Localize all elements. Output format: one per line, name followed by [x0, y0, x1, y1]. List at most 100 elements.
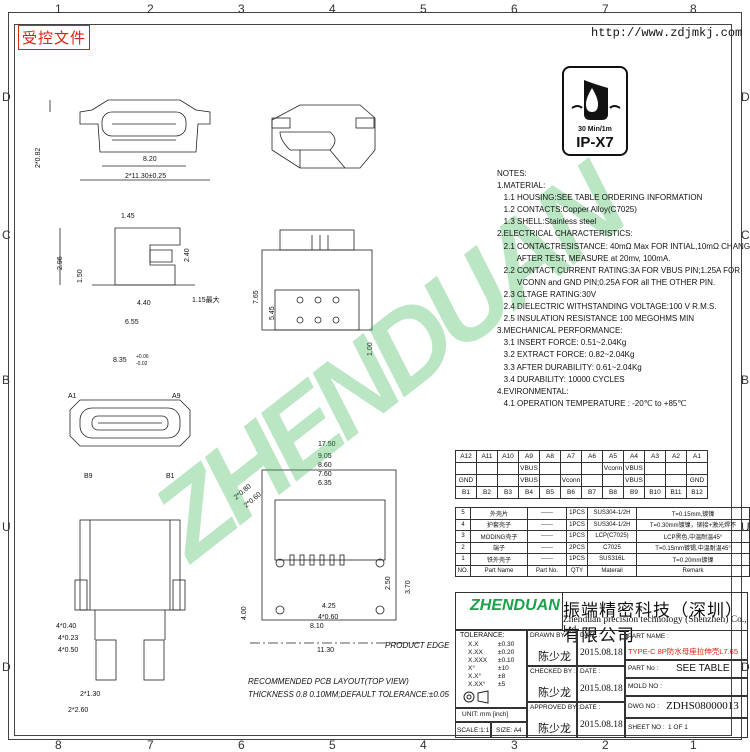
- bom-mat: SUS304-1/2H: [587, 507, 637, 520]
- pin-cell: A1: [686, 450, 708, 463]
- bom-mat: SUS316L: [587, 553, 637, 566]
- checked-by-label: CHECKED BY :: [530, 668, 576, 675]
- dim-1-30: 2*1.30: [80, 691, 100, 698]
- pin-signal: VBUS: [623, 474, 645, 487]
- approved-date-cell: [577, 702, 625, 738]
- pin-cell: B4: [518, 486, 540, 499]
- ruler-bottom-2: 2: [602, 738, 609, 752]
- bom-mat: SUS304-1/2H: [587, 518, 637, 531]
- pin-signal: [644, 474, 666, 487]
- bom-remark: T=0.15mm,镀镍: [636, 507, 750, 520]
- company-logo: ZHENDUAN: [470, 597, 560, 614]
- part-name-cell: [625, 630, 748, 660]
- size-cell: [491, 722, 527, 738]
- scale-cell: [455, 722, 491, 738]
- sheet-label: SHEET NO :: [628, 724, 665, 731]
- pin-cell: A10: [497, 450, 519, 463]
- sheet-value: 1 OF 1: [668, 724, 688, 731]
- dim-8-60: 8.60: [318, 462, 332, 469]
- approved-by-value: 陈少龙: [538, 723, 571, 735]
- pin-label-b9: B9: [84, 473, 93, 480]
- product-edge-label: PRODUCT EDGE: [385, 641, 450, 650]
- pin-signal: [539, 474, 561, 487]
- dim-4-25: 4.25: [322, 603, 336, 610]
- tolerance-label: TOLERANCE:: [460, 632, 505, 639]
- dim-11-30-pcb: 11.30: [317, 647, 334, 654]
- bom-remark: LCP黑色,中温耐温45°: [636, 530, 750, 543]
- note-line: VCONN and GND PIN;0.25A FOR all THE OTHE…: [497, 277, 716, 287]
- checked-date-value: 2015.08.18: [580, 684, 623, 694]
- drawing-frame: [8, 12, 742, 740]
- unit-label: UNIT: mm [inch]: [462, 711, 509, 718]
- dim-tol-dn: -0.02: [136, 361, 148, 367]
- pin-cell: A5: [602, 450, 624, 463]
- pin-cell: B7: [581, 486, 603, 499]
- pin-signal: VBUS: [518, 462, 540, 475]
- website-url[interactable]: http://www.zdjmkj.com: [591, 26, 743, 40]
- dim-8-20: 8.20: [143, 156, 157, 163]
- bom-qty: 2PCS: [566, 541, 588, 554]
- dim-7-65: 7.65: [253, 290, 260, 304]
- dim-2-40: 2.40: [184, 248, 191, 262]
- mold-no-label: MOLD NO :: [628, 683, 662, 690]
- bottom-side-view: [74, 519, 186, 681]
- dim-17-50: 17.50: [318, 441, 336, 448]
- note-line: 2.3 CLTAGE RATING:30V: [497, 289, 597, 299]
- note-line: NOTES:: [497, 169, 527, 178]
- drawn-by-label: DRAWN BY :: [530, 632, 569, 639]
- dim-2-60: 2*2.60: [68, 707, 88, 714]
- ruler-top-8: 8: [690, 2, 697, 16]
- pin-signal: VBUS: [518, 474, 540, 487]
- side-view: [59, 227, 195, 286]
- pin-signal: [644, 462, 666, 475]
- sheet-cell: [625, 718, 748, 738]
- bom-header-qty: QTY: [566, 564, 588, 577]
- note-line: AFTER TEST, MEASURE at 20mv, 100mA.: [497, 253, 671, 263]
- ip-badge-rating: IP-X7: [576, 134, 614, 151]
- note-line: 3.2 EXTRACT FORCE: 0.82~2.04Kg: [497, 350, 635, 360]
- ruler-side-right-1: D: [741, 90, 750, 104]
- bom-remark: T=0.30mm镀镍，铆接+激光焊不: [636, 518, 750, 531]
- notes-block: NOTES:1.MATERIAL: 1.1 HOUSING:SEE TABLE …: [497, 168, 750, 410]
- approved-by-cell: [527, 702, 577, 738]
- dim-8-35: 8.35: [113, 357, 127, 364]
- checked-by-cell: [527, 666, 577, 702]
- bom-no: 3: [455, 530, 471, 543]
- dim-0-23: 4*0.23: [58, 635, 78, 642]
- note-line: 2.4 DIELECTRIC WITHSTANDING VOLTAGE:100 …: [497, 302, 717, 312]
- ruler-top-2: 2: [147, 2, 154, 16]
- dim-1-45: 1.45: [121, 213, 135, 220]
- approved-by-label: APPROVED BY :: [530, 704, 581, 711]
- note-line: 1.3 SHELL:Stainless steel: [497, 217, 597, 227]
- dim-2-96: 2.96: [57, 256, 64, 270]
- pin-signal: Vconn: [602, 462, 624, 475]
- ruler-side-left-3: B: [2, 373, 11, 387]
- scale-label: SCALE:1:1: [457, 727, 490, 734]
- bom-remark: T=0.15mm镀锡,中温耐温45°: [636, 541, 750, 554]
- dim-2-50: 2.50: [385, 576, 392, 590]
- bom-header-no: NO.: [455, 564, 471, 577]
- ruler-top-1: 1: [55, 2, 62, 16]
- ruler-bottom-3: 3: [511, 738, 518, 752]
- ruler-top-6: 6: [511, 2, 518, 16]
- pin-cell: A9: [518, 450, 540, 463]
- pin-cell: A8: [539, 450, 561, 463]
- bom-name: 端子: [470, 541, 528, 554]
- checked-by-value: 陈少龙: [538, 687, 571, 699]
- ruler-top-7: 7: [602, 2, 609, 16]
- dim-8-10: 8.10: [310, 623, 324, 630]
- bom-part: ------: [527, 507, 567, 520]
- dim-6-55: 6.55: [125, 319, 139, 326]
- dim-7-60: 7.60: [318, 471, 332, 478]
- dim-3-70: 3.70: [405, 580, 412, 594]
- drawn-by-value: 陈少龙: [538, 651, 571, 663]
- ruler-top-4: 4: [329, 2, 336, 16]
- ruler-top-5: 5: [420, 2, 427, 16]
- bom-part: ------: [527, 541, 567, 554]
- note-line: 3.3 AFTER DURABILITY: 0.61~2.04Kg: [497, 362, 642, 372]
